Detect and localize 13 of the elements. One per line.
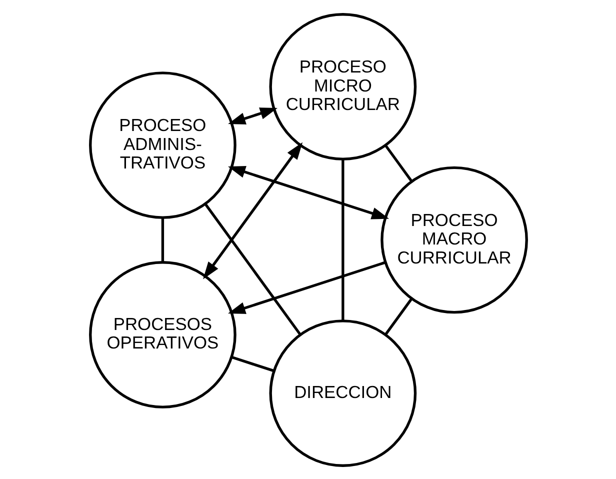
- arrow: [202, 142, 302, 279]
- connector: [231, 355, 274, 372]
- arrow: [228, 107, 277, 124]
- node-circle: PROCESO ADMINIS- TRATIVOS: [88, 71, 236, 218]
- node-circle: DIRECCION: [268, 319, 416, 466]
- connector: [204, 202, 301, 335]
- arrow: [227, 166, 389, 219]
- connector: [384, 298, 412, 335]
- arrow: [227, 260, 386, 314]
- connector: [160, 217, 164, 262]
- connector: [341, 158, 344, 320]
- node-circle: PROCESO MACRO CURRICULAR: [380, 166, 528, 314]
- connector: [384, 144, 412, 182]
